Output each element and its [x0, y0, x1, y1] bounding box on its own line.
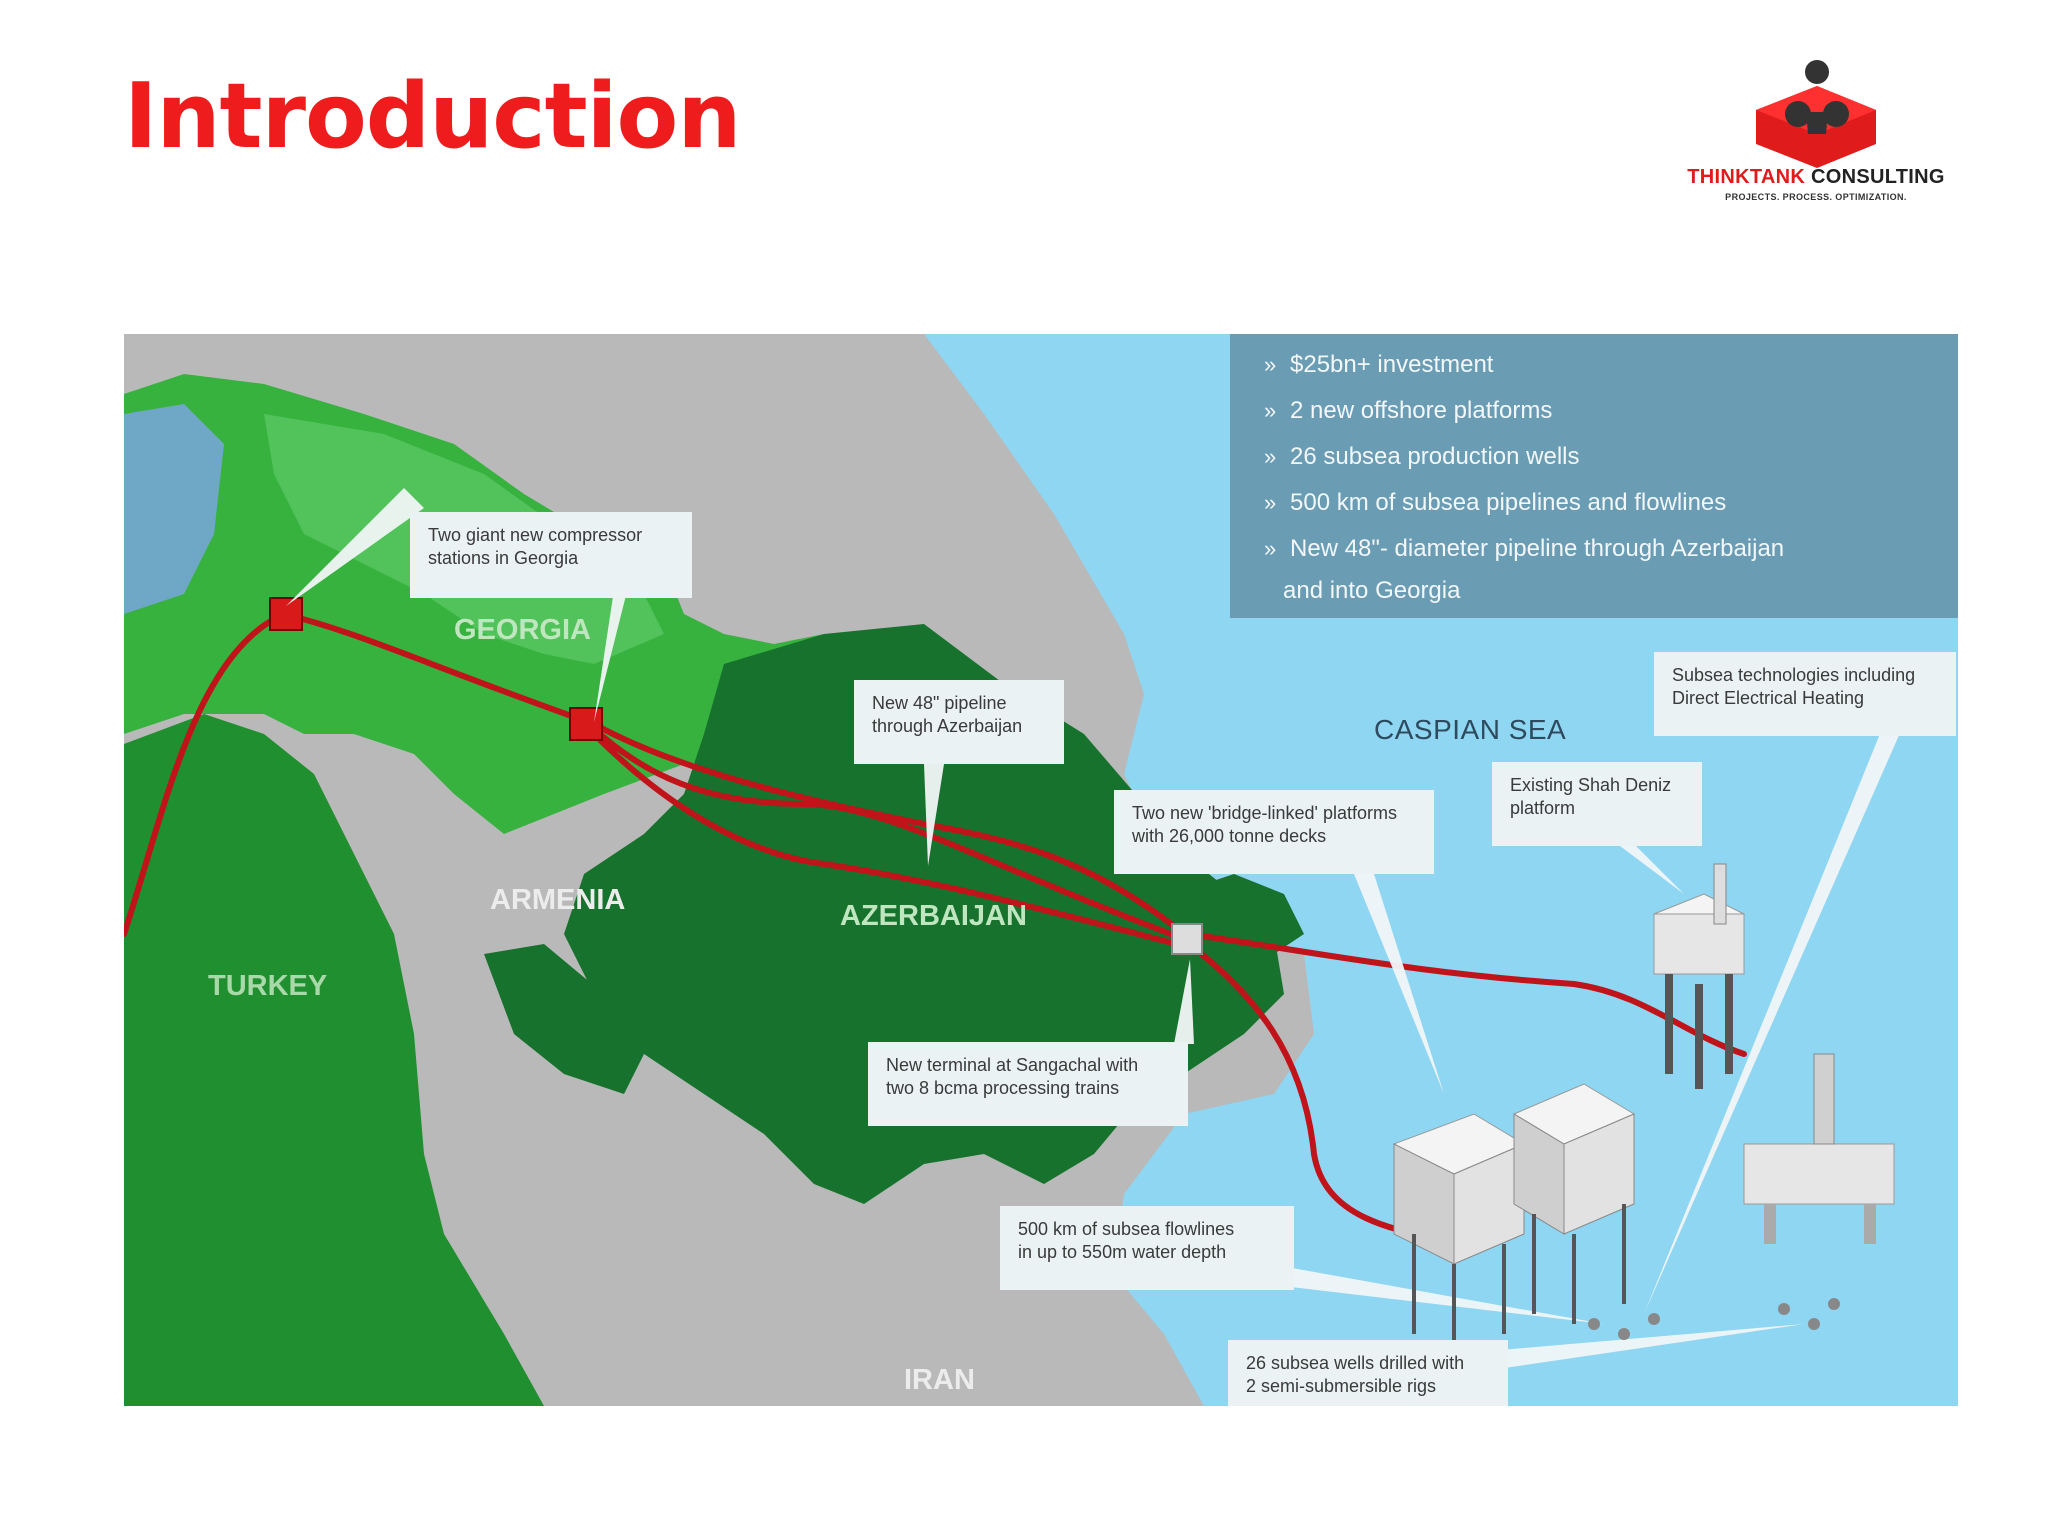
callout-pipeline: New 48" pipeline through Azerbaijan	[854, 680, 1064, 764]
label-georgia: GEORGIA	[454, 614, 591, 646]
fact-item: »26 subsea production wells	[1230, 434, 1958, 480]
logo-name-dark: CONSULTING	[1811, 166, 1945, 188]
sangachal-terminal	[1171, 923, 1203, 955]
fact-item: »500 km of subsea pipelines and flowline…	[1230, 480, 1958, 526]
bullet-icon: »	[1264, 490, 1277, 515]
compressor-station-2	[569, 707, 603, 741]
logo-name-red: THINKTANK	[1687, 166, 1806, 188]
pointer-subsea-tech	[1644, 724, 1904, 1314]
black-sea-area	[124, 404, 224, 614]
callout-flowlines: 500 km of subsea flowlines in up to 550m…	[1000, 1206, 1294, 1290]
pointer-compressor-1	[286, 488, 424, 606]
callout-wells: 26 subsea wells drilled with 2 semi-subm…	[1228, 1340, 1508, 1406]
callout-shah-deniz: Existing Shah Deniz platform	[1492, 762, 1702, 846]
nakhchivan-region	[484, 944, 644, 1094]
bullet-icon: »	[1264, 536, 1277, 561]
shah-deniz-platform-drawing	[1652, 863, 1746, 1089]
semi-submersible-rig-drawing	[1743, 1053, 1895, 1244]
label-turkey: TURKEY	[208, 970, 328, 1002]
compressor-station-1	[269, 597, 303, 631]
pointer-flowlines	[1214, 1254, 1604, 1324]
subsea-wellheads	[1588, 1298, 1840, 1340]
callout-subsea-technologies: Subsea technologies including Direct Ele…	[1654, 652, 1956, 736]
label-azerbaijan: AZERBAIJAN	[840, 900, 1027, 932]
logo-wordmark: THINKTANK CONSULTING	[1676, 166, 1956, 189]
bullet-icon: »	[1264, 352, 1277, 377]
logo-mark	[1756, 60, 1876, 168]
pointer-platforms	[1354, 874, 1444, 1094]
absheron-peninsula	[1174, 874, 1304, 954]
logo-tagline: PROJECTS. PROCESS. OPTIMIZATION.	[1725, 192, 1907, 202]
callout-compressor-stations: Two giant new compressor stations in Geo…	[410, 512, 692, 598]
fact-item: »$25bn+ investment	[1230, 342, 1958, 388]
bridge-linked-platforms-drawing	[1392, 1083, 1636, 1344]
pointer-shah-deniz	[1604, 834, 1684, 894]
pipeline-to-shah-deniz	[1186, 931, 1747, 1057]
label-armenia: ARMENIA	[490, 884, 626, 916]
pipeline-loop	[591, 726, 1187, 942]
callout-pointers	[286, 488, 1904, 1374]
fact-item: »New 48"- diameter pipeline through Azer…	[1230, 526, 1958, 610]
pointer-wells	[1454, 1324, 1804, 1374]
fact-item: »2 new offshore platforms	[1230, 388, 1958, 434]
pipeline-map: GEORGIA ARMENIA AZERBAIJAN TURKEY IRAN C…	[124, 334, 1958, 1406]
key-facts-panel: »$25bn+ investment »2 new offshore platf…	[1230, 334, 1958, 618]
bullet-icon: »	[1264, 398, 1277, 423]
pointer-pipeline	[924, 764, 944, 866]
slide-title: Introduction	[124, 64, 741, 169]
pointer-terminal	[1174, 959, 1194, 1044]
label-iran: IRAN	[904, 1364, 975, 1396]
bullet-icon: »	[1264, 444, 1277, 469]
pipeline-loop-2	[591, 731, 1187, 949]
label-caspian-sea: CASPIAN SEA	[1374, 714, 1567, 745]
company-logo: THINKTANK CONSULTING PROJECTS. PROCESS. …	[1676, 58, 1956, 208]
callout-terminal: New terminal at Sangachal with two 8 bcm…	[868, 1042, 1188, 1126]
callout-platforms: Two new 'bridge-linked' platforms with 2…	[1114, 790, 1434, 874]
turkey-region	[124, 714, 544, 1406]
